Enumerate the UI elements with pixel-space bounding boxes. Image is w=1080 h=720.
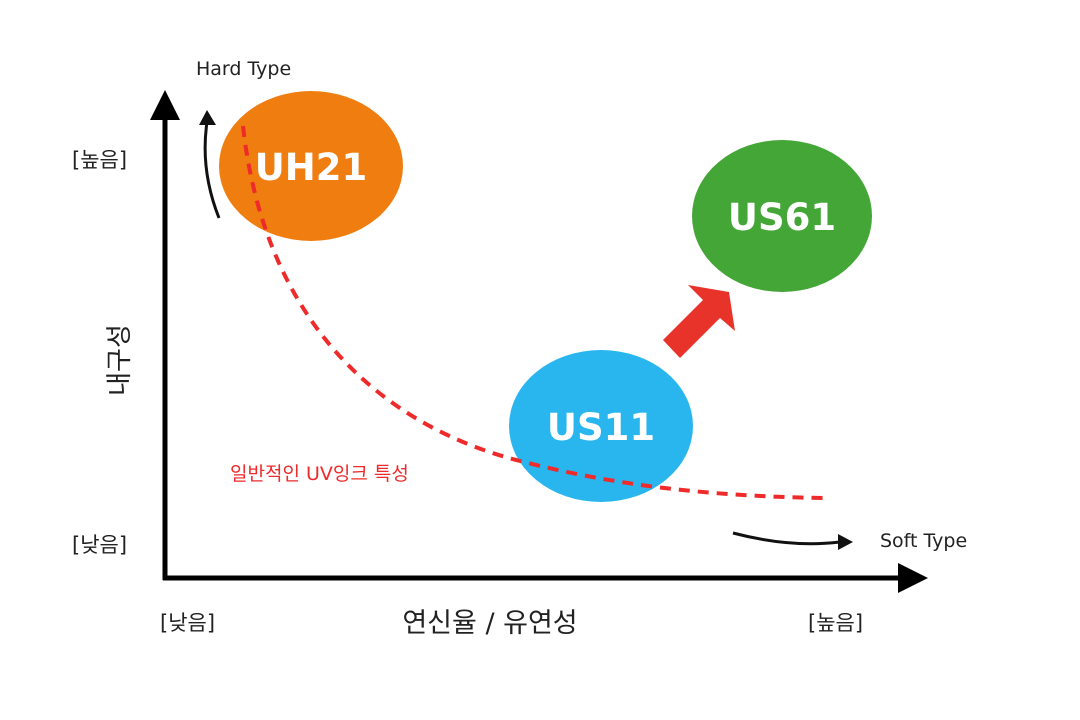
y-high-label: [높음] (72, 148, 127, 172)
curve-label: 일반적인 UV잉크 특성 (230, 463, 409, 485)
uh21-label: UH21 (255, 146, 368, 189)
soft-type-label: Soft Type (880, 530, 967, 552)
us11-bubble (509, 350, 693, 502)
y-axis-arrowhead (150, 90, 180, 120)
hard-type-arrow-head-icon (199, 110, 216, 125)
us61-label: US61 (728, 196, 836, 239)
upgrade-arrow-icon (663, 285, 735, 358)
us61-bubble (692, 140, 872, 292)
us11-label: US11 (547, 406, 655, 449)
hard-type-label: Hard Type (196, 58, 291, 80)
uh21-bubble (219, 91, 403, 241)
x-low-label: [낮음] (160, 611, 215, 635)
soft-type-arrow (732, 531, 841, 546)
x-high-label: [높음] (808, 611, 863, 635)
y-low-label: [낮음] (72, 533, 127, 557)
y-axis-title: 내구성 (105, 324, 135, 396)
soft-type-arrow-head-icon (838, 534, 853, 550)
x-axis-title: 연신율 / 유연성 (402, 608, 577, 639)
typical-uv-ink-curve (241, 125, 824, 500)
x-axis-arrowhead (898, 563, 928, 593)
hard-type-arrow (203, 121, 221, 219)
